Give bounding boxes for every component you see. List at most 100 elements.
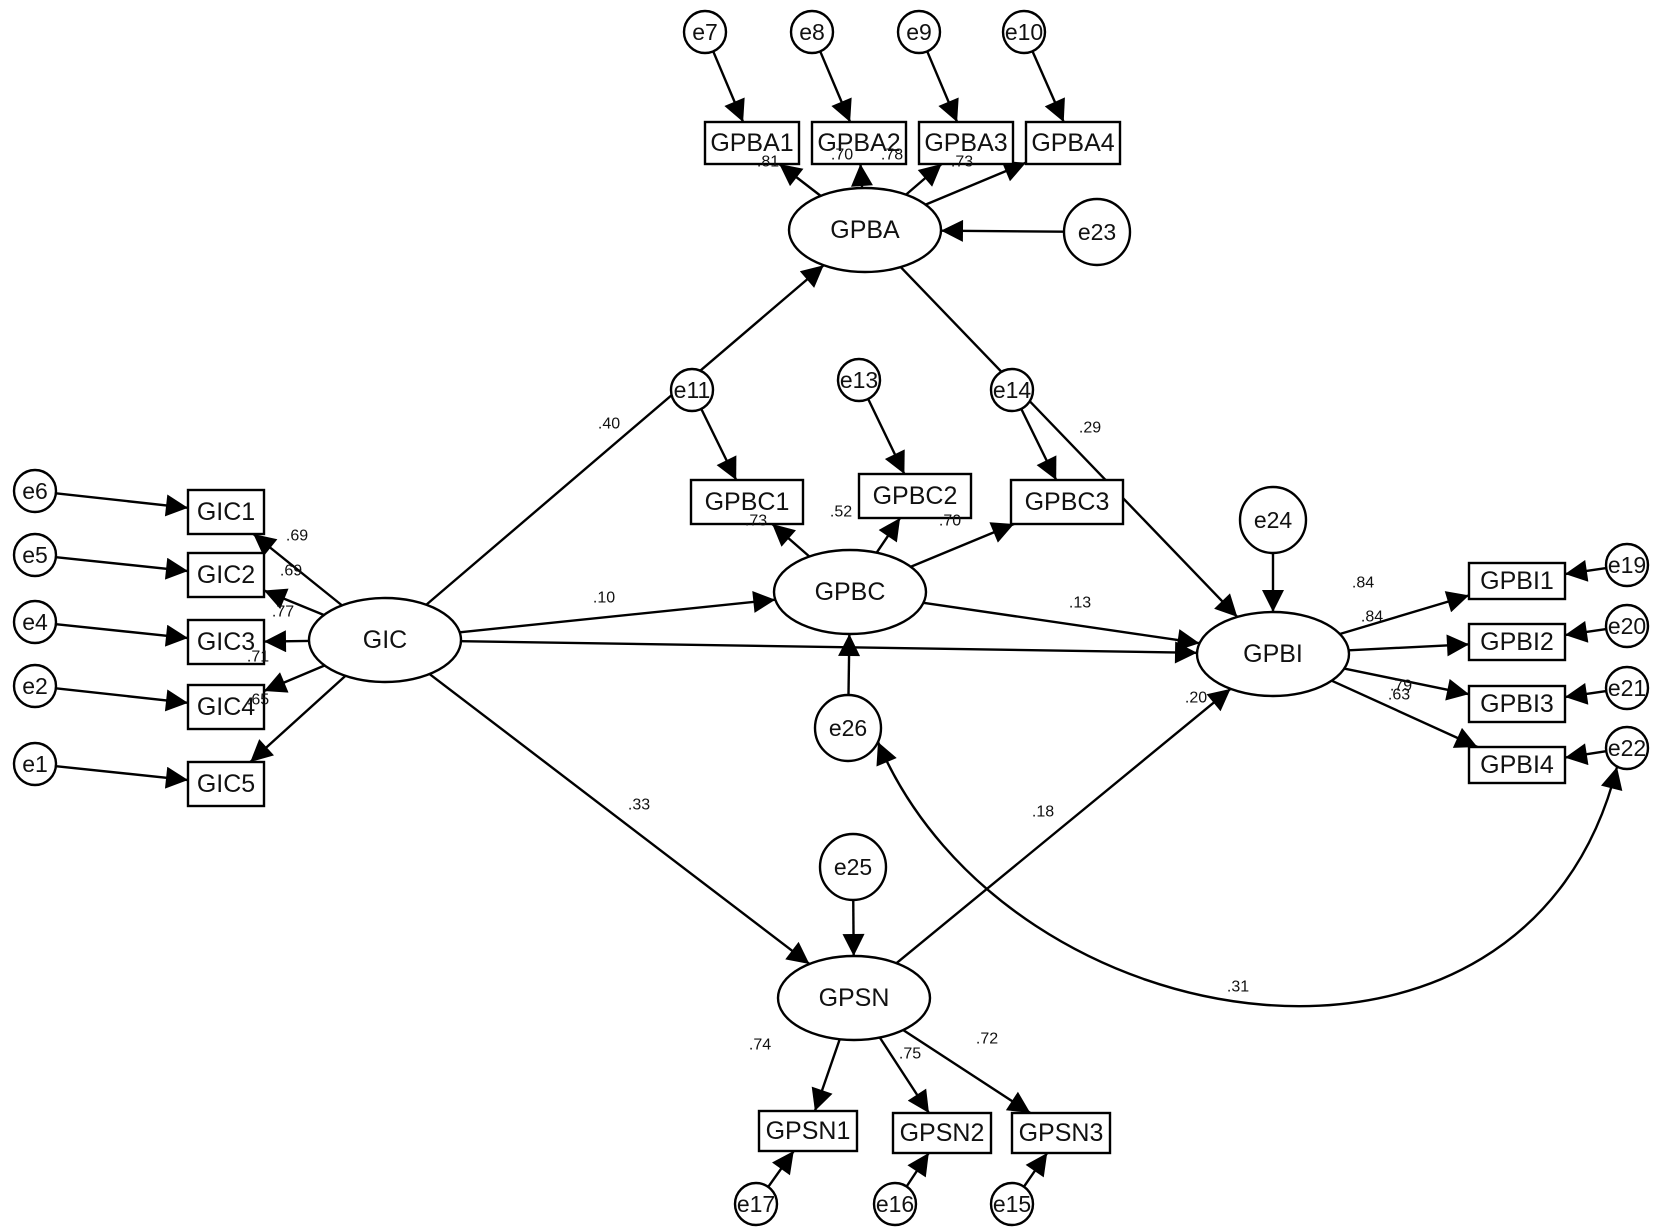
error-e7-label: e7: [692, 19, 718, 45]
loading-label-gic2: .69: [280, 563, 302, 580]
latent-gpbc-ellipse: [772, 548, 928, 636]
indicator-gic2-label: GIC2: [197, 561, 255, 589]
error-e16-circle: [872, 1181, 918, 1227]
arrow-e23-to-gpba: [940, 219, 1065, 242]
indicator-gpbi2-box: [1467, 622, 1567, 662]
error-e25-circle: [818, 832, 888, 902]
error-e8-circle: [789, 9, 835, 55]
error-e25-label: e25: [834, 854, 872, 880]
path-gpsn-to-gpbi: [895, 687, 1232, 965]
error-e15-label: e15: [993, 1191, 1031, 1217]
latent-gpba-label: GPBA: [830, 216, 900, 244]
error-e23-circle: [1062, 197, 1132, 267]
error-e10-label: e10: [1005, 19, 1043, 45]
arrow-e21-to-gpbi3: [1564, 682, 1607, 705]
error-e19-circle: [1604, 542, 1650, 588]
error-e9-circle: [896, 9, 942, 55]
error-e17-label: e17: [737, 1191, 775, 1217]
path-gpba-to-gpbi: [899, 266, 1239, 618]
error-e21-label: e21: [1608, 675, 1646, 701]
latent-gpbc-label: GPBC: [815, 578, 886, 606]
indicator-gic3-box: [186, 618, 266, 666]
latent-gpbi-ellipse: [1195, 610, 1351, 698]
loading-label-gic5: .65: [247, 692, 269, 709]
error-e24-label: e24: [1254, 507, 1293, 533]
error-e1-label: e1: [22, 751, 48, 777]
indicator-gpba3-label: GPBA3: [924, 129, 1007, 157]
indicator-gpbi1-box: [1467, 561, 1567, 601]
error-e6-label: e6: [22, 478, 48, 504]
error-e5-circle: [12, 532, 58, 578]
latent-gpbi-label: GPBI: [1243, 640, 1303, 668]
indicator-gpba4-box: [1024, 120, 1122, 166]
loading-label-gpba2: .70: [831, 147, 853, 164]
loading-label-gpsn3: .72: [976, 1031, 998, 1048]
latent-gic-label: GIC: [363, 626, 407, 654]
arrow-e1-to-gic5: [55, 764, 189, 789]
indicator-gpbc2-label: GPBC2: [873, 482, 958, 510]
arrow-e19-to-gpbi1: [1564, 559, 1607, 582]
indicator-gpba4-label: GPBA4: [1031, 129, 1114, 157]
edges-layer: [55, 50, 1623, 1188]
error-e11-circle: [669, 367, 715, 413]
arrow-e13-to-gpbc2: [867, 398, 906, 475]
arrow-e11-to-gpbc1: [700, 408, 738, 481]
error-e24-circle: [1238, 485, 1308, 555]
loading-label-gpbc2: .52: [830, 504, 852, 521]
indicator-gic1-box: [186, 488, 266, 536]
error-e23-label: e23: [1078, 219, 1116, 245]
error-e2-label: e2: [22, 673, 48, 699]
indicator-gpbc1-label: GPBC1: [705, 488, 790, 516]
arrow-e8-to-gpba2: [819, 50, 852, 123]
indicator-gpbc3-box: [1009, 478, 1125, 526]
indicator-gpbc1-box: [689, 478, 805, 526]
indicator-gpsn2-label: GPSN2: [900, 1119, 985, 1147]
error-e13-label: e13: [840, 367, 878, 393]
latent-gpba-ellipse: [787, 186, 943, 274]
error-e26-label: e26: [829, 715, 867, 741]
loading-gpbc-to-gpbc2: [875, 517, 902, 554]
loading-gic-to-gic5: [249, 674, 347, 763]
path-label-gpbc-gpbi: .13: [1069, 595, 1091, 612]
indicator-gpba1-box: [703, 120, 801, 166]
loading-gpbi-to-gpbi4: [1331, 679, 1478, 749]
indicator-gpbi1-label: GPBI1: [1480, 567, 1554, 595]
indicator-gpbi3-label: GPBI3: [1480, 690, 1554, 718]
loading-label-gpba1: .81: [757, 154, 779, 171]
indicator-gic3-label: GIC3: [197, 628, 255, 656]
arrow-e22-to-gpbi4: [1564, 743, 1607, 766]
indicator-gic4-label: GIC4: [197, 693, 255, 721]
indicator-gpsn1-box: [757, 1109, 859, 1153]
path-gic-to-gpbc: [459, 591, 776, 634]
loading-gpba-to-gpba3: [905, 163, 943, 196]
loading-gpsn-to-gpsn3: [902, 1029, 1031, 1115]
error-e2-circle: [12, 663, 58, 709]
loading-gpba-to-gpba1: [778, 163, 822, 197]
indicator-gpbc2-box: [857, 472, 973, 520]
indicator-gpba3-box: [917, 120, 1015, 166]
path-gpbc-to-gpbi: [923, 601, 1200, 651]
error-e4-label: e4: [22, 609, 48, 635]
loading-gic-to-gic3: [263, 630, 310, 653]
loading-gpba-to-gpba2: [850, 163, 873, 189]
error-e26-circle: [813, 693, 883, 763]
loading-gpba-to-gpba4: [925, 160, 1027, 206]
arrow-e15-to-gpsn3: [1022, 1152, 1049, 1188]
loading-label-gic1: .69: [286, 528, 308, 545]
indicator-gpsn2-box: [891, 1111, 993, 1155]
indicator-gic4-box: [186, 683, 266, 731]
error-e5-label: e5: [22, 542, 48, 568]
latent-gpsn-ellipse: [776, 954, 932, 1042]
error-e15-circle: [989, 1181, 1035, 1227]
indicator-gpbc3-label: GPBC3: [1025, 488, 1110, 516]
arrow-e7-to-gpba1: [712, 50, 745, 123]
indicator-gpsn3-box: [1010, 1111, 1112, 1155]
error-e19-label: e19: [1608, 552, 1646, 578]
arrow-e20-to-gpbi2: [1564, 620, 1607, 643]
error-e7-circle: [682, 9, 728, 55]
path-label-gpsn-gpbi: .18: [1032, 804, 1054, 821]
indicator-gpbi4-box: [1467, 745, 1567, 785]
path-gic-to-gpbi: [460, 639, 1198, 664]
path-label-gpba-gpbi: .29: [1079, 420, 1101, 437]
